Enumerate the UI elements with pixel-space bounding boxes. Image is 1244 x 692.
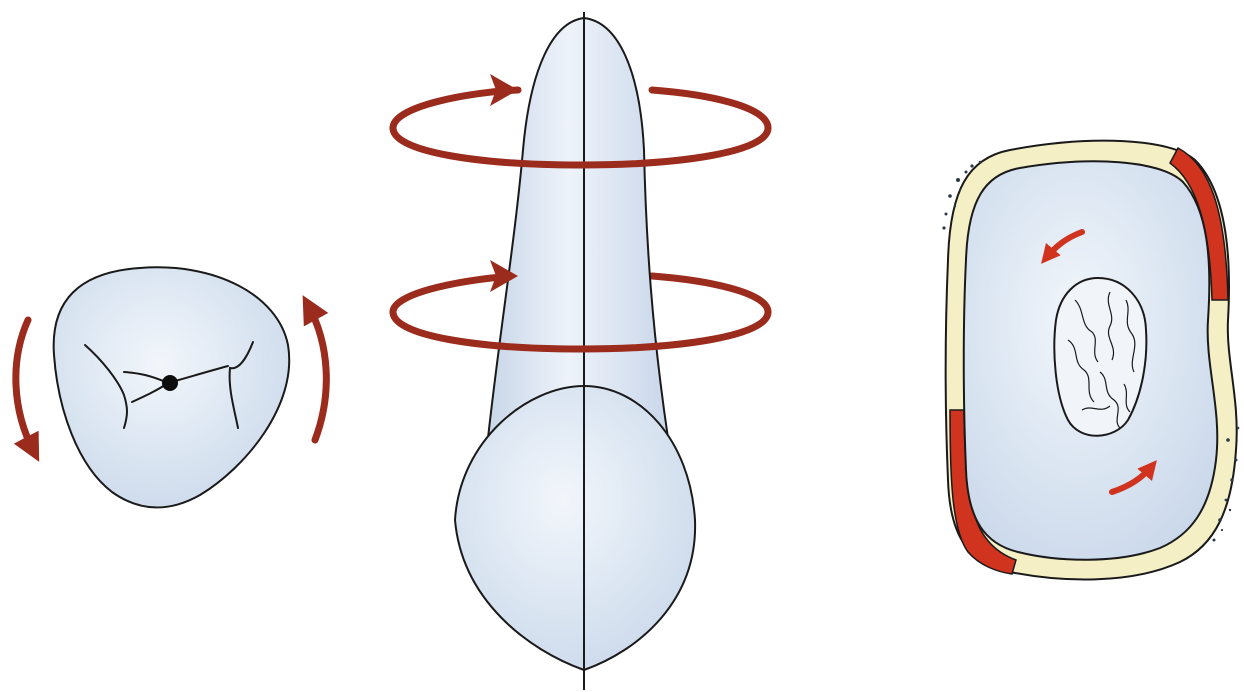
tooth-root — [488, 18, 668, 438]
side-view-panel — [393, 12, 768, 690]
cross-section-panel — [942, 141, 1239, 580]
clockwise-arrow-right — [308, 305, 326, 440]
occlusal-view-panel — [16, 267, 326, 507]
counterclockwise-arrow-left — [16, 320, 34, 452]
central-pit-dot — [162, 375, 178, 391]
